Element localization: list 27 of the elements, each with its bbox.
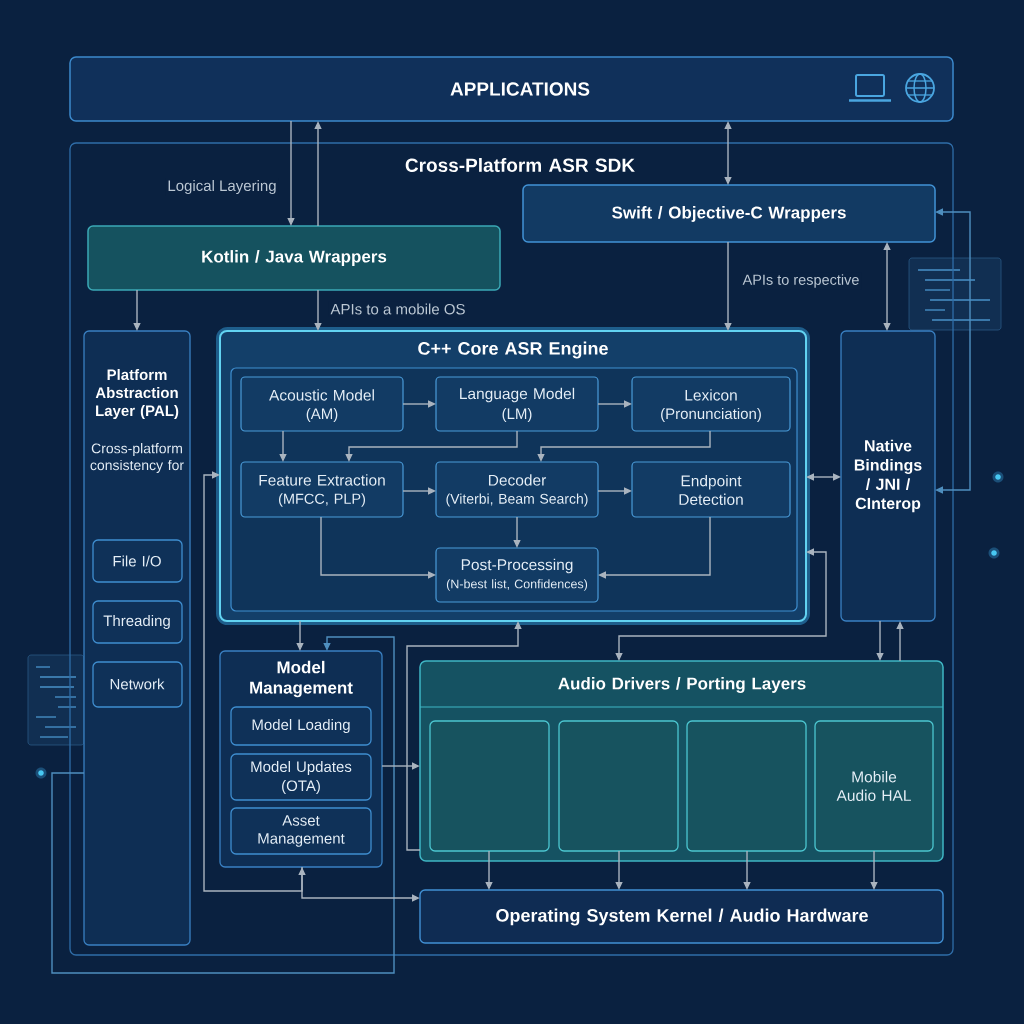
process-box: Language Model (LM)	[435, 376, 599, 432]
module-box: File I/O	[92, 539, 183, 583]
edge-label: Logical Layering	[165, 178, 279, 196]
side-panel: Native Bindings / JNI / CInterop	[840, 330, 936, 622]
module-box: Model Updates (OTA)	[230, 753, 372, 801]
process-box: Lexicon (Pronunciation)	[631, 376, 791, 432]
arrow	[203, 471, 306, 892]
module-box: Network	[92, 661, 183, 708]
module-box	[558, 720, 679, 852]
module-box: Threading	[92, 600, 183, 644]
module-box: Mobile Audio HAL	[814, 720, 934, 852]
layer-box: Operating System Kernel / Audio Hardware	[419, 889, 944, 944]
arrow	[51, 636, 395, 974]
layer-box: Swift / Objective-C Wrappers	[522, 184, 936, 243]
process-box: Post-Processing (N-best list, Confidences)	[435, 547, 599, 603]
process-box: Feature Extraction (MFCC, PLP)	[240, 461, 404, 518]
edge-label: APIs to a mobile OS	[328, 301, 468, 317]
title-bar: APPLICATIONS	[69, 56, 954, 122]
process-box: Decoder (Viterbi, Beam Search)	[435, 461, 599, 518]
module-box: Model Loading	[230, 706, 372, 746]
process-box: Endpoint Detection	[631, 461, 791, 518]
process-box: Acoustic Model (AM)	[240, 376, 404, 432]
module-box	[429, 720, 550, 852]
layer-box: Kotlin / Java Wrappers	[87, 225, 501, 291]
edge-label: APIs to respective	[740, 272, 862, 290]
module-box: Asset Management	[230, 807, 372, 855]
module-box	[686, 720, 807, 852]
